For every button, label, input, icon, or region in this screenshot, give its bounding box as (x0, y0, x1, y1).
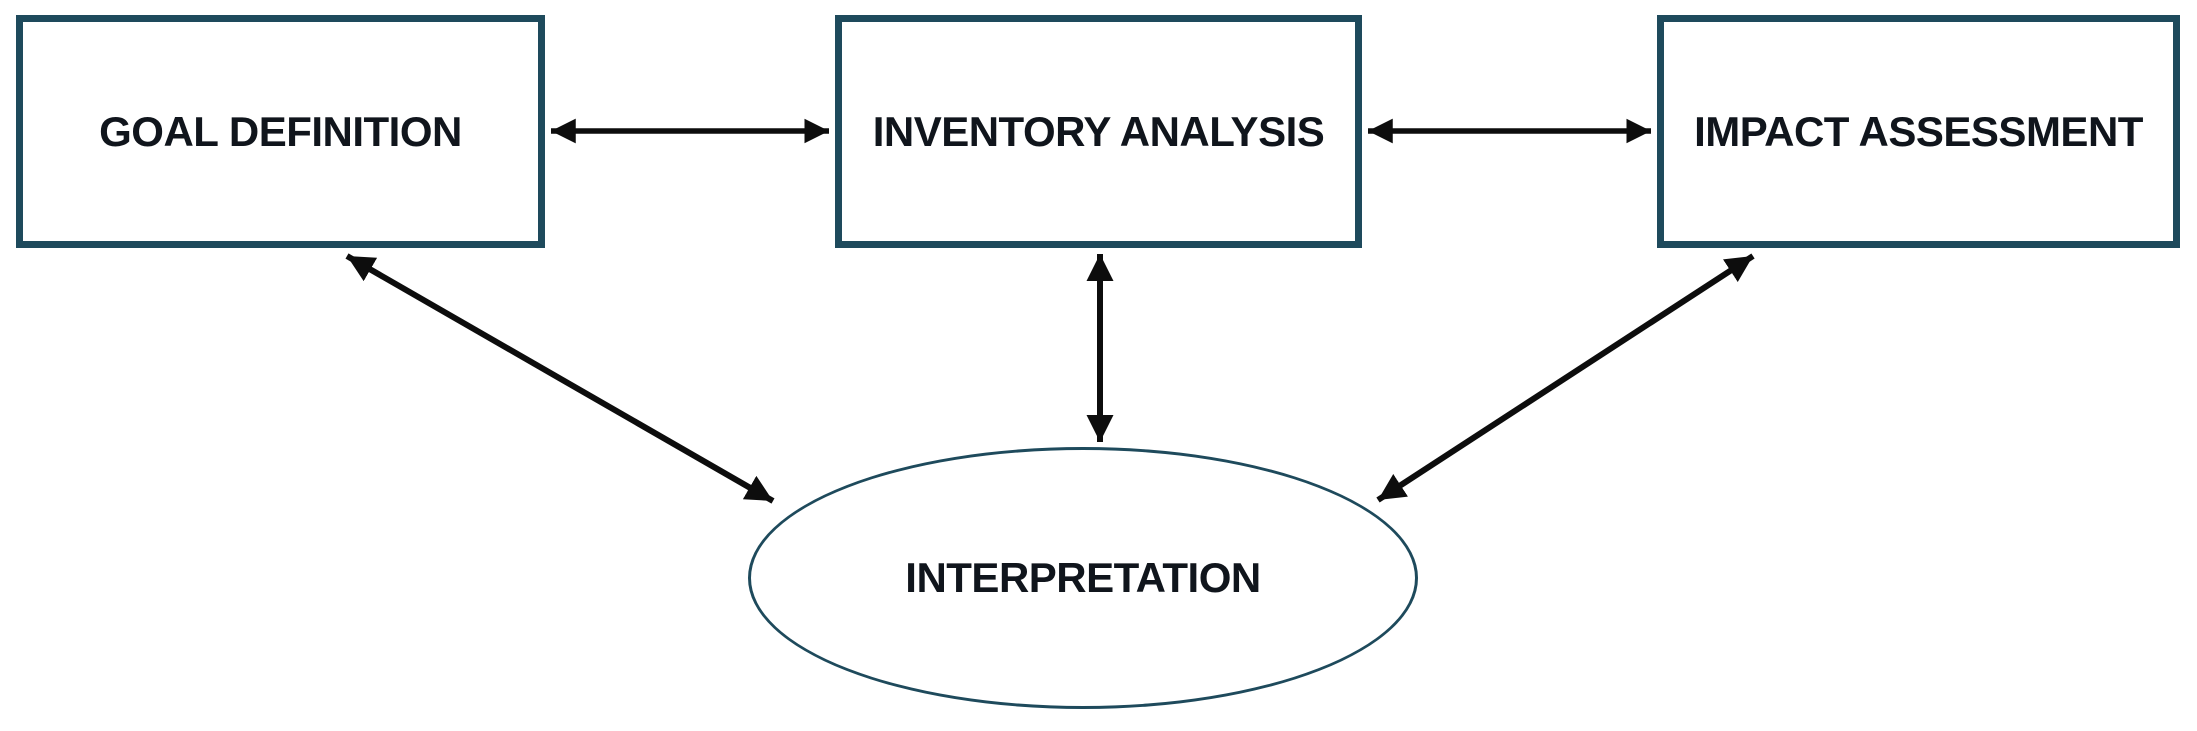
node-inventory-analysis: INVENTORY ANALYSIS (835, 15, 1362, 248)
impact-assessment-label: IMPACT ASSESSMENT (1694, 107, 2143, 155)
arrow-impact-assessment-interpretation (1376, 253, 1755, 503)
node-goal-definition: GOAL DEFINITION (16, 15, 545, 248)
arrow-goal-definition-interpretation (345, 253, 775, 504)
interpretation-label: INTERPRETATION (905, 554, 1261, 601)
goal-definition-label: GOAL DEFINITION (99, 107, 462, 155)
node-interpretation: INTERPRETATION (748, 447, 1418, 709)
node-impact-assessment: IMPACT ASSESSMENT (1657, 15, 2180, 248)
inventory-analysis-label: INVENTORY ANALYSIS (872, 107, 1325, 155)
